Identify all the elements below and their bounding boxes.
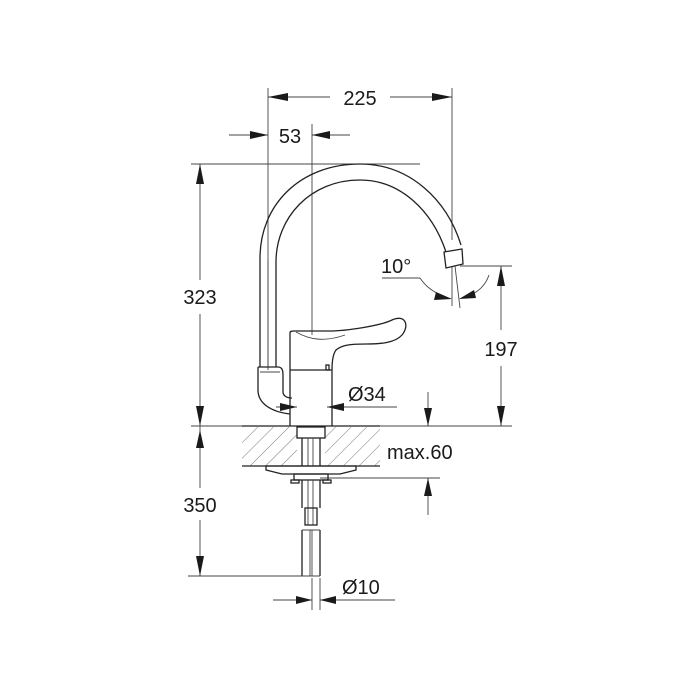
mounting-hardware: [265, 426, 357, 526]
spout-base-elbow: [257, 366, 293, 415]
label-max-deck-thickness: max.60: [387, 442, 453, 464]
extension-lines: [188, 88, 512, 577]
dim-body-diameter: Ø34: [276, 384, 397, 411]
label-body-diameter: Ø34: [348, 384, 386, 406]
label-total-height: 323: [183, 287, 216, 309]
dim-hose-diameter: Ø10: [273, 577, 395, 610]
countertop-section: [242, 425, 380, 467]
dim-max-deck-thickness: max.60: [387, 392, 453, 515]
dim-total-height: 323: [183, 164, 217, 426]
label-hose-diameter: Ø10: [342, 577, 380, 599]
faucet-spout: [259, 163, 464, 367]
dim-spout-angle: 10°: [381, 256, 490, 309]
supply-hoses: [301, 529, 321, 577]
label-spout-angle: 10°: [381, 256, 411, 278]
label-spout-reach: 225: [343, 88, 376, 110]
label-hose-length: 350: [183, 495, 216, 517]
label-spout-height: 197: [484, 339, 517, 361]
dim-hose-length: 350: [183, 426, 217, 576]
dim-spout-height: 197: [484, 266, 518, 426]
faucet-body: [289, 317, 407, 426]
dim-body-offset: 53: [229, 126, 350, 148]
dim-spout-reach: 225: [268, 88, 452, 110]
label-body-offset: 53: [279, 126, 301, 148]
